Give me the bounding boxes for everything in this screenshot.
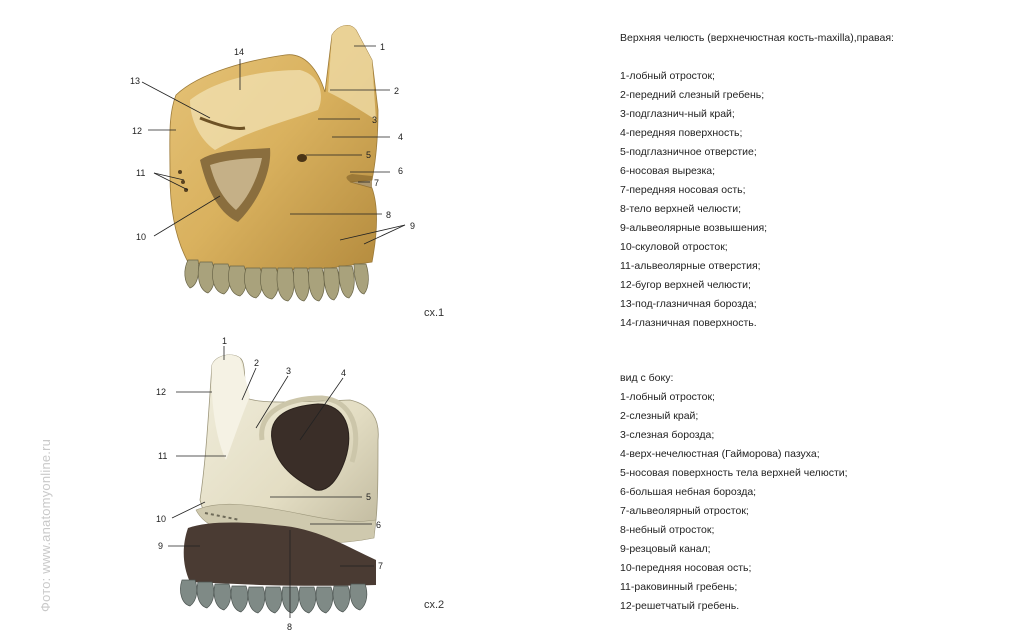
legend2-item: 2-слезный край;	[620, 410, 699, 422]
legend1-item: 3-подглазнич-ный край;	[620, 108, 735, 120]
fig2-label-2: 2	[254, 358, 259, 368]
fig2-label-9: 9	[158, 541, 163, 551]
legend2-title: вид с боку:	[620, 372, 674, 384]
fig1-label-11: 11	[136, 168, 145, 178]
legend1-title: Верхняя челюсть (верхнечюстная кость-max…	[620, 32, 894, 44]
fig2-label-1: 1	[222, 336, 227, 346]
figure1-caption: сх.1	[424, 307, 444, 319]
legend1-item: 12-бугор верхней челюсти;	[620, 279, 751, 291]
fig1-label-7: 7	[374, 178, 379, 188]
legend2-item: 7-альвеолярный отросток;	[620, 505, 749, 517]
fig1-label-2: 2	[394, 86, 399, 96]
legend2-item: 3-слезная борозда;	[620, 429, 715, 441]
fig1-label-5: 5	[366, 150, 371, 160]
legend1-item: 9-альвеолярные возвышения;	[620, 222, 768, 234]
figure2-labels: 1 2 3 4 5 6 7 8 9 10 11 12 сх.2	[156, 336, 444, 632]
legend2-item: 5-носовая поверхность тела верхней челюс…	[620, 467, 848, 479]
fig2-label-10: 10	[156, 514, 166, 524]
figure1-leaders	[141, 45, 406, 245]
legend2-item: 9-резцовый канал;	[620, 543, 711, 555]
legend1-item: 10-скуловой отросток;	[620, 241, 728, 253]
fig2-label-12: 12	[156, 387, 166, 397]
legend2-item: 12-решетчатый гребень.	[620, 600, 740, 612]
fig1-label-12: 12	[132, 126, 142, 136]
fig1-label-10: 10	[136, 232, 146, 242]
legend2-item: 6-большая небная борозда;	[620, 486, 757, 498]
fig1-label-9: 9	[410, 221, 415, 231]
legend2-item: 4-верх-нечелюстная (Гайморова) пазуха;	[620, 448, 820, 460]
fig1-label-13: 13	[130, 76, 140, 86]
fig2-label-4: 4	[341, 368, 346, 378]
maxilla-medial-illustration	[180, 354, 379, 614]
legend1-item: 7-передняя носовая ость;	[620, 184, 746, 196]
legend1-item: 4-передняя поверхность;	[620, 127, 743, 139]
fig2-label-11: 11	[158, 451, 167, 461]
fig1-label-3: 3	[372, 115, 377, 125]
fig1-label-1: 1	[380, 42, 385, 52]
legend2-item: 11-раковинный гребень;	[620, 581, 738, 593]
figure2-leaders	[168, 346, 374, 618]
legend1-item: 2-передний слезный гребень;	[620, 89, 765, 101]
fig1-label-4: 4	[398, 132, 403, 142]
maxilla-anterior-illustration	[169, 25, 379, 302]
legend1-item: 13-под-глазничная борозда;	[620, 298, 757, 310]
figure1-labels: 1 2 3 4 5 6 7 8 9 10 11 12 13 14 сх.1	[130, 42, 444, 319]
legend2-item: 8-небный отросток;	[620, 524, 715, 536]
legend1-item: 14-глазничная поверхность.	[620, 317, 757, 329]
legend1-item: 5-подглазничное отверстие;	[620, 146, 757, 158]
fig1-label-6: 6	[398, 166, 403, 176]
legend2-item: 1-лобный отросток;	[620, 391, 715, 403]
legend2-item: 10-передняя носовая ость;	[620, 562, 752, 574]
fig2-label-8: 8	[287, 622, 292, 632]
legend1-item: 1-лобный отросток;	[620, 70, 715, 82]
legend1-item: 8-тело верхней челюсти;	[620, 203, 742, 215]
fig2-label-6: 6	[376, 520, 381, 530]
fig1-label-14: 14	[234, 47, 244, 57]
fig2-label-5: 5	[366, 492, 371, 502]
figure2-caption: сх.2	[424, 599, 444, 611]
legend2-list: вид с боку: 1-лобный отросток; 2-слезный…	[620, 369, 848, 616]
fig1-label-8: 8	[386, 210, 391, 220]
legend1-item: 11-альвеолярные отверстия;	[620, 260, 761, 272]
legend1-list: 1-лобный отросток; 2-передний слезный гр…	[620, 67, 767, 333]
fig2-label-7: 7	[378, 561, 383, 571]
legend1-item: 6-носовая вырезка;	[620, 165, 716, 177]
fig2-label-3: 3	[286, 366, 291, 376]
